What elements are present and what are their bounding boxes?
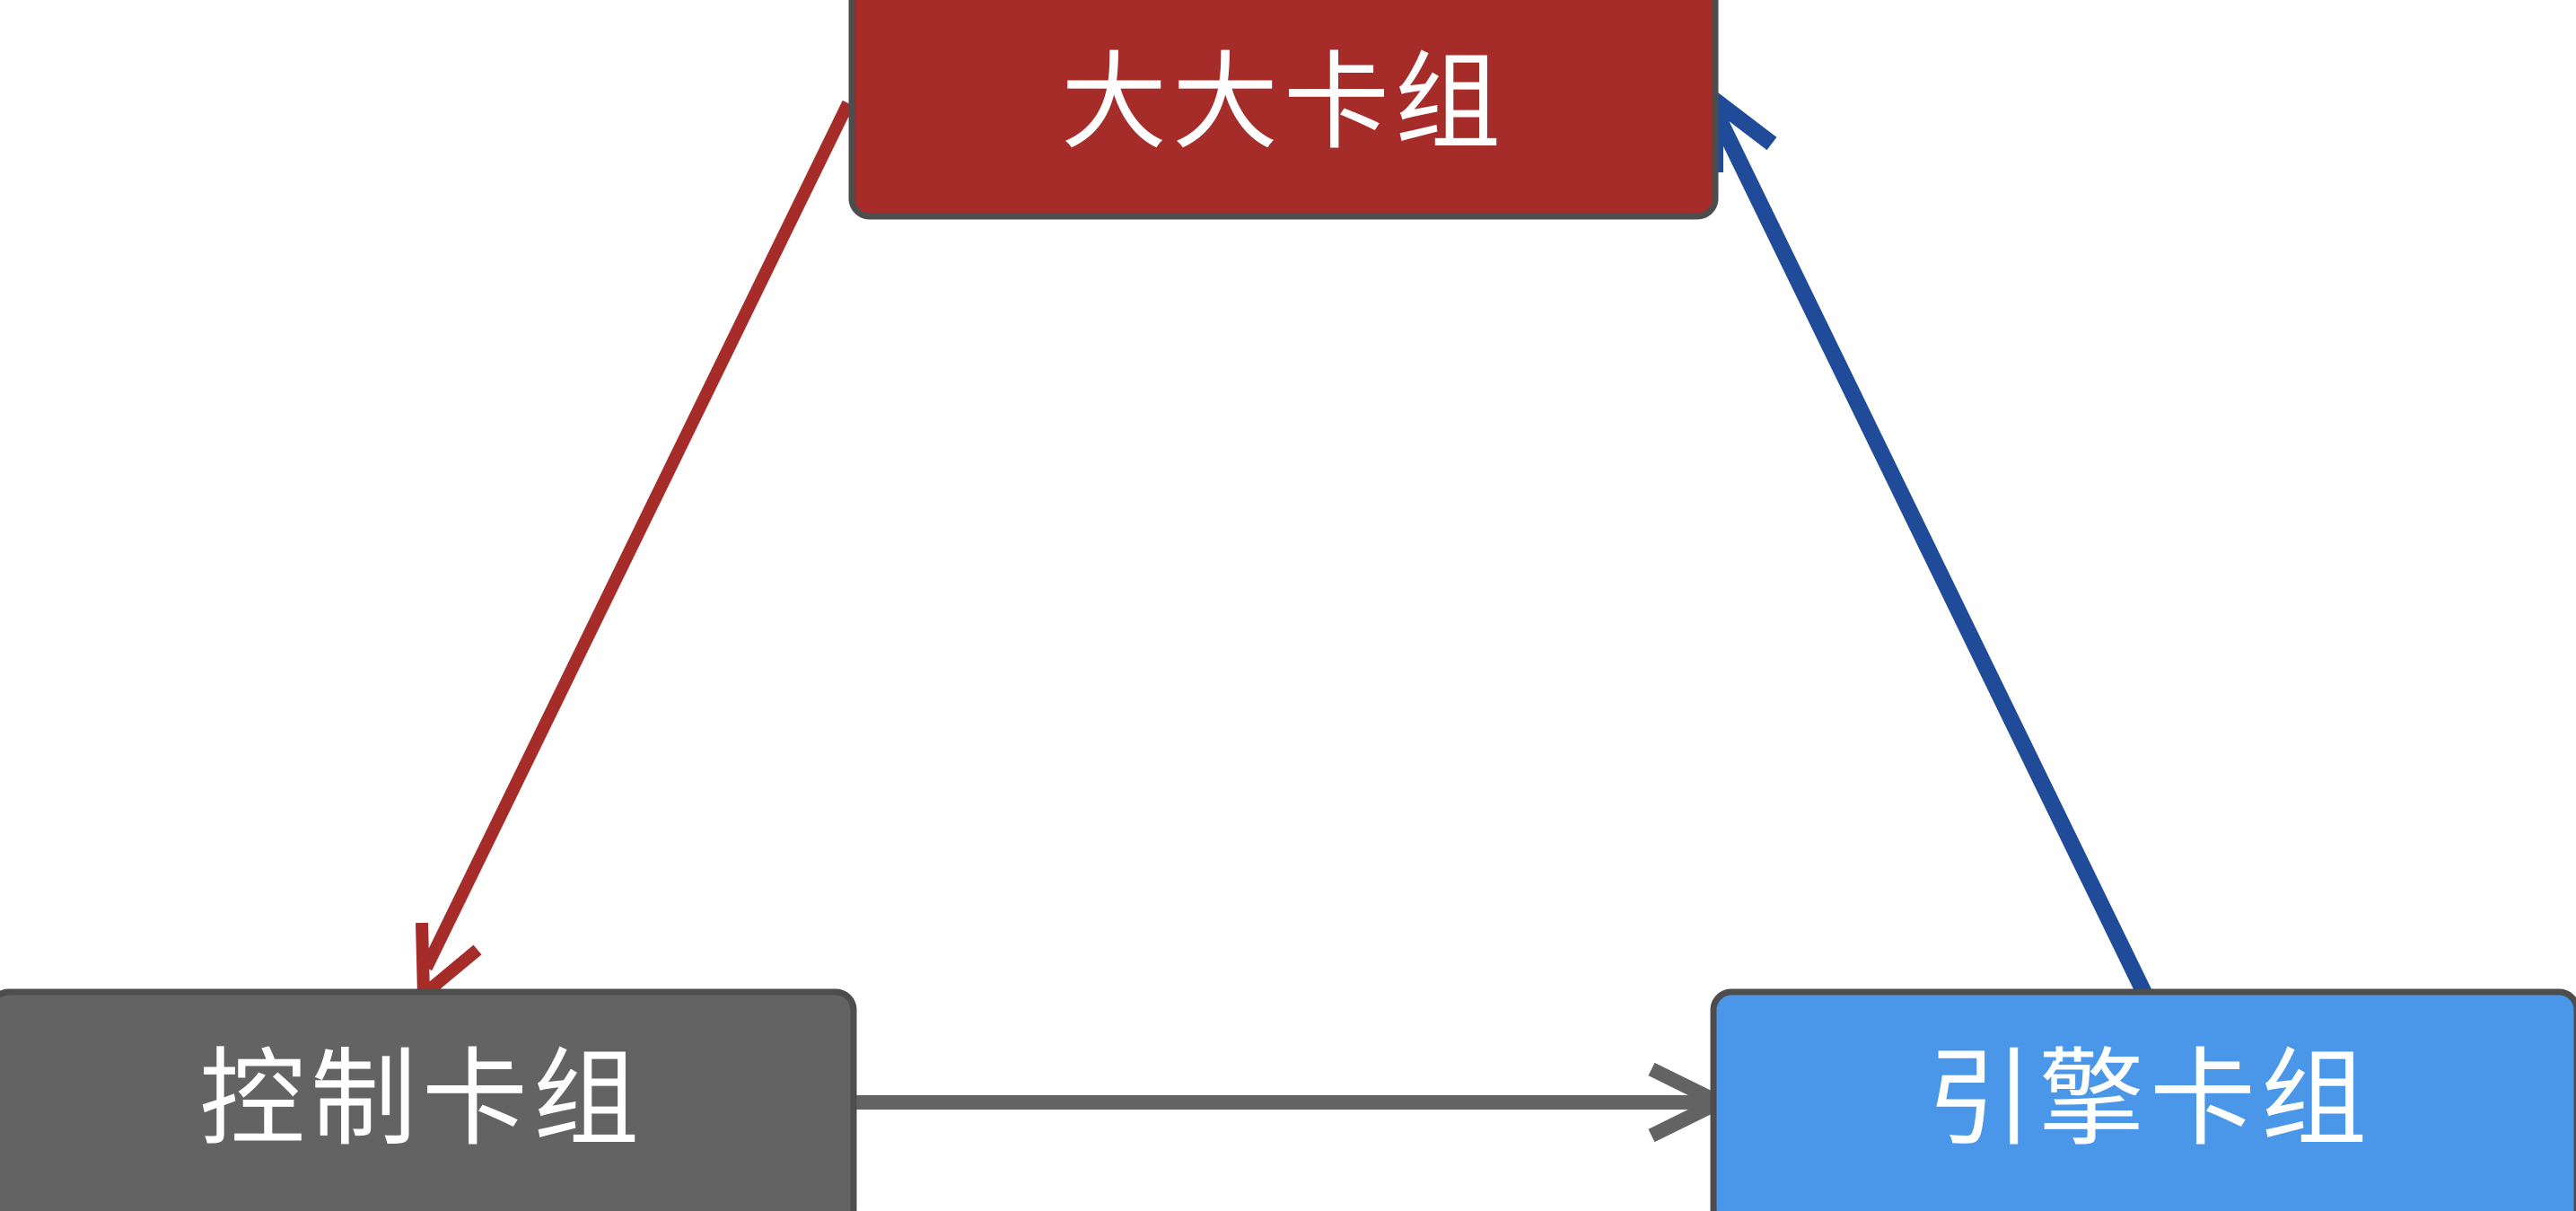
edges xyxy=(416,83,2153,1143)
node-big-deck: 大大卡组 xyxy=(848,0,1719,220)
node-engine-deck: 引擎卡组 xyxy=(1710,988,2576,1211)
node-big-deck-box xyxy=(848,0,1719,220)
node-control-deck-label: 控制卡组 xyxy=(199,1037,644,1161)
node-engine-deck-label: 引擎卡组 xyxy=(1927,1037,2372,1161)
node-big-deck-label: 大大卡组 xyxy=(1061,40,1506,164)
edge-top-to-control xyxy=(420,100,854,971)
node-control-deck-box xyxy=(0,988,857,1211)
node-control-deck: 控制卡组 xyxy=(0,988,857,1211)
edge-engine-to-big xyxy=(1709,111,2153,998)
node-engine-deck-box xyxy=(1710,988,2576,1211)
